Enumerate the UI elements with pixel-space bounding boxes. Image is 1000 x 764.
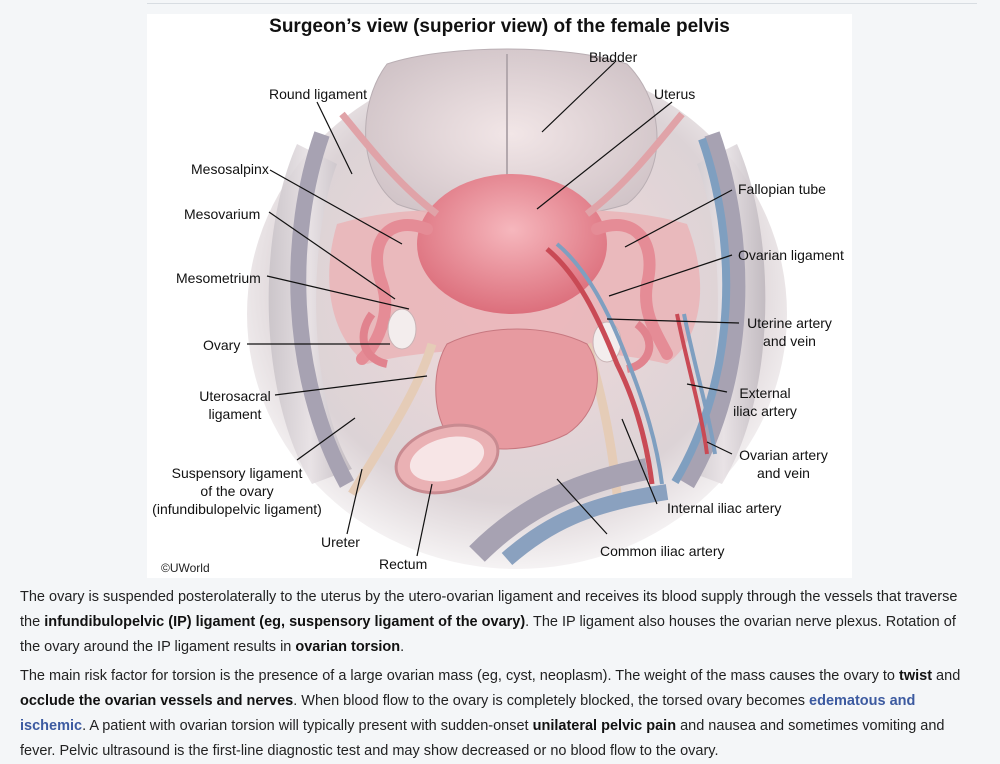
rectum-lumen (409, 436, 485, 482)
label-suspensory-line2: of the ovary (200, 483, 274, 499)
ovarian-artery (675, 313, 709, 455)
explanation-paragraph-2: The main risk factor for torsion is the … (20, 664, 980, 764)
p1-text-2: . The IP ligament also houses the ovaria… (20, 614, 956, 655)
right-fimbriae (625, 320, 654, 373)
label-uterine-artery-line2: and vein (763, 333, 816, 349)
left-ovary (387, 308, 417, 350)
p2-bold-twist: twist (899, 668, 933, 684)
label-uterine-artery: Uterine artery and vein (737, 314, 842, 350)
p2-bold-pelvic-pain: unilateral pelvic pain (532, 718, 677, 734)
label-round-ligament: Round ligament (269, 86, 368, 102)
p1-text-3: . (400, 639, 405, 655)
figure-title: Surgeon’s view (superior view) of the fe… (269, 16, 730, 37)
label-uterus: Uterus (654, 86, 696, 102)
label-ovarian-artery-line2: and vein (757, 465, 810, 481)
label-mesosalpinx: Mesosalpinx (191, 161, 269, 177)
label-rectum: Rectum (379, 556, 428, 572)
pelvis-illustration (247, 48, 787, 569)
pelvis-figure: Surgeon’s view (superior view) of the fe… (147, 14, 852, 578)
ovarian-vein (682, 313, 717, 455)
left-fallopian-tube (356, 219, 433, 365)
p1-bold-ovarian-torsion: ovarian torsion (295, 639, 401, 655)
label-fallopian-tube: Fallopian tube (738, 181, 826, 197)
sigmoid-colon (435, 328, 598, 450)
label-ovarian-artery-line1: Ovarian artery (739, 447, 828, 463)
edematous-ischemic-link[interactable]: edematous and ischemic (20, 693, 916, 734)
uterine-vein (555, 242, 664, 485)
label-suspensory-line1: Suspensory ligament (171, 465, 303, 481)
p2-text-4: . A patient with ovarian torsion will ty… (82, 718, 533, 734)
p2-bold-occlude: occlude the ovarian vessels and nerves (20, 693, 294, 709)
p2-text-5: and nausea and sometimes vomiting and fe… (20, 718, 945, 759)
label-ovary: Ovary (203, 337, 241, 353)
label-mesometrium: Mesometrium (176, 270, 261, 286)
uterus (417, 174, 607, 314)
top-divider (147, 3, 977, 4)
label-mesovarium: Mesovarium (184, 206, 261, 222)
label-uterosacral-ligament: Uterosacral ligament (195, 387, 275, 423)
uterine-artery (545, 247, 655, 485)
leader-lines (247, 61, 740, 557)
common-iliac-artery (469, 458, 650, 562)
p2-text-1: The main risk factor for torsion is the … (20, 668, 899, 684)
left-pelvic-wall (268, 144, 352, 484)
p2-text-2: and (932, 668, 961, 684)
label-internal-iliac: Internal iliac artery (667, 500, 782, 516)
p1-text-1: The ovary is suspended posterolaterally … (20, 589, 958, 630)
label-uterine-artery-line1: Uterine artery (747, 315, 832, 331)
left-round-ligament (339, 111, 440, 217)
p2-text-3: . When blood flow to the ovary is comple… (293, 693, 810, 709)
label-external-iliac: External iliac artery (725, 384, 805, 420)
label-common-iliac: Common iliac artery (600, 543, 725, 559)
right-external-iliac-vein (671, 137, 731, 485)
right-round-ligament (584, 111, 685, 217)
left-ureter (348, 342, 437, 497)
label-ovarian-artery: Ovarian artery and vein (731, 446, 836, 482)
label-uterosacral-line1: Uterosacral (199, 388, 271, 404)
common-iliac-vein (501, 484, 669, 566)
label-suspensory-line3: (infundibulopelvic ligament) (152, 501, 322, 517)
label-ureter: Ureter (321, 534, 360, 550)
label-bladder: Bladder (589, 49, 638, 65)
label-external-iliac-line2: iliac artery (733, 403, 797, 419)
figure-credit: ©UWorld (161, 561, 210, 575)
label-external-iliac-line1: External (739, 385, 791, 401)
right-external-iliac (680, 131, 746, 489)
label-suspensory-ligament: Suspensory ligament of the ovary (infund… (147, 464, 327, 518)
explanation-paragraph-1: The ovary is suspended posterolaterally … (20, 585, 980, 660)
label-uterosacral-line2: ligament (208, 406, 262, 422)
label-ovarian-ligament: Ovarian ligament (738, 247, 844, 263)
p1-bold-ip-ligament: infundibulopelvic (IP) ligament (eg, sus… (44, 614, 526, 630)
